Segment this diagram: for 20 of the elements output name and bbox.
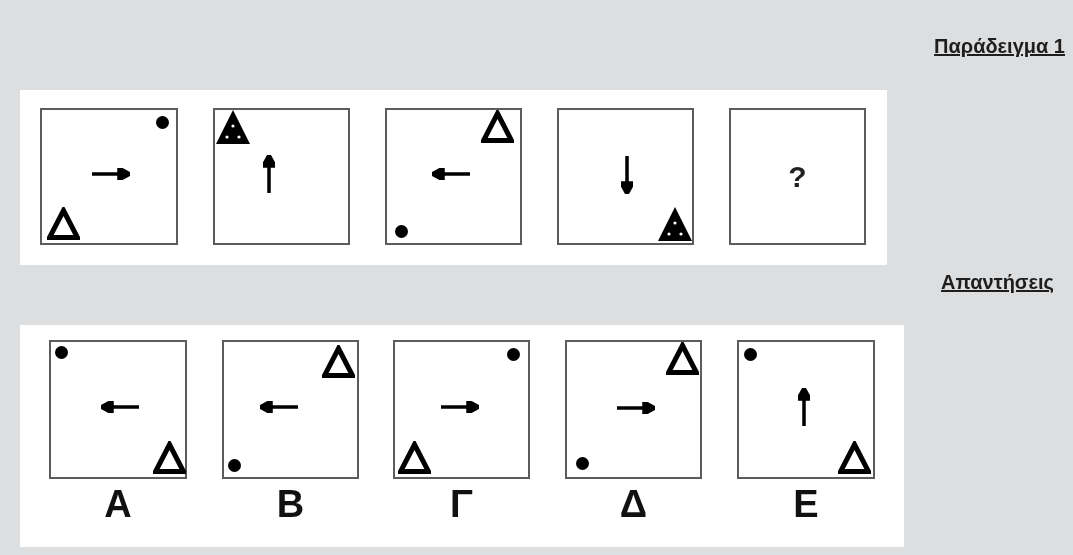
answer-letter: Δ: [619, 485, 648, 523]
puzzle-frame: [213, 108, 350, 245]
section-heading: Απαντήσεις: [941, 270, 1054, 294]
answer-letter: Β: [276, 485, 305, 523]
answer-frame: [222, 340, 359, 479]
answer-frame: [49, 340, 187, 479]
puzzle-frame: [729, 108, 866, 245]
puzzle-frame: [557, 108, 694, 245]
puzzle-panel: [20, 90, 887, 265]
answer-letter: Ε: [793, 485, 819, 523]
answer-frame: [393, 340, 530, 479]
puzzle-frame: [385, 108, 522, 245]
answer-frame: [565, 340, 702, 479]
answer-panel: [20, 325, 904, 547]
question-mark: ?: [788, 161, 807, 192]
answer-frame: [737, 340, 875, 479]
puzzle-frame: [40, 108, 178, 245]
answer-letter: Α: [104, 485, 132, 523]
section-heading: Παράδειγμα 1: [934, 34, 1065, 58]
answer-letter: Γ: [450, 485, 473, 523]
